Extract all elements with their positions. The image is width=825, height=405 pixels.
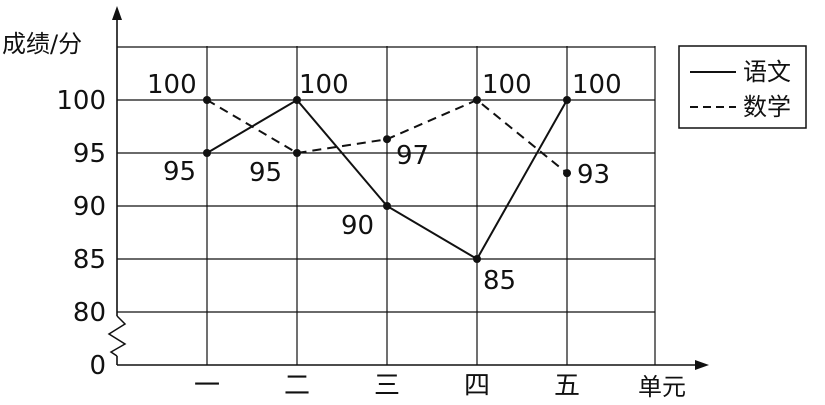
x-tick-label-1: 二: [284, 371, 310, 401]
y-tick-label-0: 0: [89, 351, 106, 381]
series-1-point-1: [293, 96, 301, 104]
y-tick-labels: 0 80 85 90 95 100: [56, 86, 106, 381]
x-tick-label-2: 三: [374, 371, 400, 401]
legend-label-series-1: 语文: [743, 58, 791, 86]
y-tick-label-2: 85: [73, 245, 106, 275]
y-tick-label-4: 95: [73, 139, 106, 169]
data-label-series-2-2: 97: [396, 141, 429, 171]
x-axis-title: 单元: [638, 373, 686, 401]
axis-break-icon: [107, 315, 127, 357]
series-1-point-2: [383, 202, 391, 210]
data-label-series-1-1: 100: [299, 70, 349, 100]
data-label-series-2-3: 100: [482, 70, 532, 100]
series-2-point-0: [203, 96, 211, 104]
series-2-point-2: [383, 135, 391, 144]
data-label-series-2-1: 95: [249, 158, 282, 188]
series-2-point-4: [563, 169, 571, 178]
data-label-series-1-4: 100: [572, 70, 622, 100]
x-axis-arrow: [695, 360, 709, 370]
y-tick-label-1: 80: [73, 298, 106, 328]
x-tick-labels: 一二三四五: [194, 371, 580, 401]
axis-break-gap: [115, 316, 119, 356]
axes: [107, 6, 709, 370]
legend-label-series-2: 数学: [743, 93, 791, 121]
y-tick-label-5: 100: [56, 86, 106, 116]
y-tick-label-3: 90: [73, 192, 106, 222]
series-points: [203, 96, 571, 263]
series-2-point-1: [293, 149, 301, 157]
data-labels: 95 100 90 85 100 100 95 97 100 93: [147, 70, 622, 296]
data-label-series-1-0: 95: [163, 157, 196, 187]
x-tick-label-0: 一: [194, 371, 220, 401]
series-1-point-4: [563, 96, 571, 104]
data-label-series-1-2: 90: [341, 211, 374, 241]
legend-box: [678, 45, 807, 129]
x-tick-label-4: 五: [554, 371, 580, 401]
series-1-point-0: [203, 149, 211, 157]
data-label-series-1-3: 85: [483, 266, 516, 296]
data-label-series-2-4: 93: [577, 160, 610, 190]
data-label-series-2-0: 100: [147, 70, 197, 100]
legend: 语文 数学: [678, 45, 807, 129]
y-axis-arrow: [112, 6, 122, 20]
series-1-point-3: [473, 255, 481, 263]
y-axis-title: 成绩/分: [2, 30, 82, 58]
x-tick-label-3: 四: [464, 371, 490, 401]
series-2-point-3: [473, 96, 481, 104]
